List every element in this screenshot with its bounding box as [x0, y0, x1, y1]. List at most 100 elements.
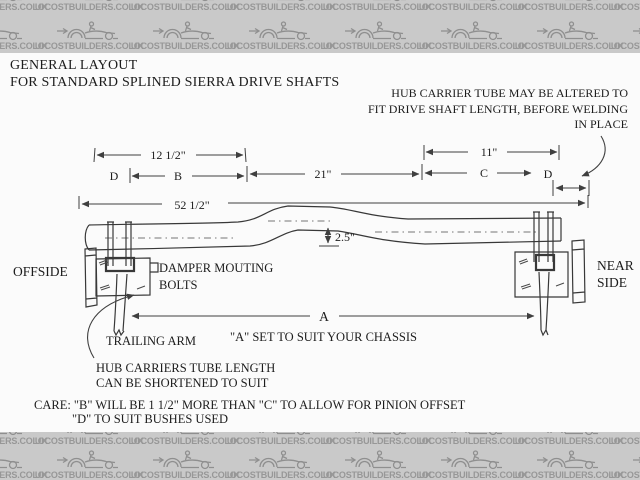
watermark-tile: LOCOSTBUILDERS.CO.UK: [417, 19, 528, 51]
watermark-tile: LOCOSTBUILDERS.CO.UK: [0, 19, 48, 51]
locost-car-logo-icon: [57, 21, 118, 41]
hub-carriers-length-note: HUB CARRIERS TUBE LENGTH CAN BE SHORTENE…: [96, 361, 275, 390]
watermark-brand-text: LOCOSTBUILDERS.CO.UK: [320, 2, 432, 12]
watermark-tile: LOCOSTBUILDERS.CO.UK: [225, 19, 336, 51]
watermark-brand-text: LOCOSTBUILDERS.CO.UK: [608, 2, 640, 12]
locost-car-logo-icon: [547, 432, 598, 436]
watermark-brand-text: LOCOSTBUILDERS.CO.UK: [0, 41, 48, 51]
locost-car-logo-icon: [0, 432, 22, 436]
nearside-damper-bolts: [533, 211, 554, 262]
locost-car-logo-icon: [451, 432, 502, 436]
watermark-tile: LOCOSTBUILDERS.CO.UK: [321, 448, 432, 480]
axle-tube: [84, 205, 562, 251]
watermark-brand-text: LOCOSTBUILDERS.CO.UK: [0, 2, 48, 12]
in-place-leader-arrow: [581, 135, 606, 177]
nearside-trailing-arm: [538, 271, 550, 337]
watermark-brand-text: LOCOSTBUILDERS.CO.UK: [224, 2, 336, 12]
locost-car-logo-icon: [0, 30, 22, 41]
watermark-tile: LOCOSTBUILDERS.CO.UK: [33, 19, 144, 51]
dim-52-5-label: 52 1/2": [174, 198, 209, 212]
watermark-brand-text: LOCOSTBUILDERS.CO.UK: [416, 436, 528, 446]
care-note: CARE: "B" WILL BE 1 1/2" MORE THAN "C" T…: [34, 398, 466, 426]
watermark-row: LOCOSTBUILDERS.CO.UKLOCOSTBUILDERS.CO.UK…: [0, 19, 640, 51]
locost-car-logo-icon: [537, 21, 598, 41]
dim-d-right-label: D: [544, 167, 553, 181]
watermark-row: LOCOSTBUILDERS.CO.UKLOCOSTBUILDERS.CO.UK…: [0, 0, 640, 12]
offside-hub-assembly: [84, 221, 159, 337]
a-set-note: "A" SET TO SUIT YOUR CHASSIS: [230, 330, 417, 344]
dim-b-label: B: [174, 169, 182, 183]
dim-d-left-label: D: [110, 169, 119, 183]
locost-car-logo-icon: [277, 0, 310, 2]
locost-car-logo-icon: [565, 0, 598, 2]
watermark-tile: LOCOSTBUILDERS.CO.UK: [33, 432, 144, 446]
watermark-brand-text: LOCOSTBUILDERS.CO.UK: [128, 41, 240, 51]
watermark-brand-text: LOCOSTBUILDERS.CO.UK: [608, 41, 640, 51]
locost-car-logo-icon: [537, 450, 598, 470]
locost-car-logo-icon: [67, 432, 118, 436]
watermark-brand-text: LOCOSTBUILDERS.CO.UK: [224, 41, 336, 51]
dimension-12-5: 12 1/2": [93, 147, 247, 163]
watermark-tile: LOCOSTBUILDERS.CO.UK: [513, 19, 624, 51]
dim-11-label: 11": [481, 145, 498, 159]
care-note-line-1: CARE: "B" WILL BE 1 1/2" MORE THAN "C" T…: [34, 398, 466, 412]
watermark-tile: LOCOSTBUILDERS.CO.UK: [0, 0, 48, 12]
watermark-brand-text: LOCOSTBUILDERS.CO.UK: [320, 436, 432, 446]
watermark-tile: LOCOSTBUILDERS.CO.UK: [609, 19, 640, 51]
watermark-brand-text: LOCOSTBUILDERS.CO.UK: [128, 470, 240, 480]
locost-car-logo-icon: [249, 21, 310, 41]
damper-label-2: BOLTS: [159, 278, 197, 292]
locost-car-logo-icon: [441, 21, 502, 41]
watermark-brand-text: LOCOSTBUILDERS.CO.UK: [416, 470, 528, 480]
page-title: GENERAL LAYOUT FOR STANDARD SPLINED SIER…: [10, 57, 339, 91]
watermark-brand-text: LOCOSTBUILDERS.CO.UK: [32, 41, 144, 51]
locost-car-logo-icon: [355, 432, 406, 436]
offside-hatching: [98, 259, 146, 291]
offside-trailing-arm: [113, 273, 128, 337]
note-line-3: IN PLACE: [574, 117, 628, 131]
nearside-flange: [571, 239, 586, 304]
locost-car-logo-icon: [153, 450, 214, 470]
locost-car-logo-icon: [0, 459, 22, 470]
dim-c-label: C: [480, 166, 488, 180]
watermark-brand-text: LOCOSTBUILDERS.CO.UK: [224, 470, 336, 480]
title-line-1: GENERAL LAYOUT: [10, 58, 138, 73]
watermark-row: LOCOSTBUILDERS.CO.UKLOCOSTBUILDERS.CO.UK…: [0, 448, 640, 480]
locost-car-logo-icon: [345, 450, 406, 470]
tube-centerline: [105, 220, 540, 239]
dim-12-5-label: 12 1/2": [150, 148, 185, 162]
watermark-tile: LOCOSTBUILDERS.CO.UK: [609, 448, 640, 480]
watermark-tile: LOCOSTBUILDERS.CO.UK: [129, 448, 240, 480]
locost-car-logo-icon: [0, 0, 22, 2]
watermark-tile: LOCOSTBUILDERS.CO.UK: [0, 432, 48, 446]
watermark-tile: LOCOSTBUILDERS.CO.UK: [129, 19, 240, 51]
hub-note-line-1: HUB CARRIERS TUBE LENGTH: [96, 361, 276, 375]
watermark-tile: LOCOSTBUILDERS.CO.UK: [129, 432, 240, 446]
dimension-row-DBC: D B 21" C D: [110, 164, 553, 183]
watermark-brand-text: LOCOSTBUILDERS.CO.UK: [512, 436, 624, 446]
watermark-tile: LOCOSTBUILDERS.CO.UK: [513, 448, 624, 480]
near-side-label-1: NEAR: [597, 258, 634, 273]
nearside-hatching: [518, 258, 565, 290]
offside-label: OFFSIDE: [13, 264, 68, 279]
watermark-tile: LOCOSTBUILDERS.CO.UK: [609, 432, 640, 446]
dim-21-label: 21": [315, 167, 332, 181]
locost-car-logo-icon: [57, 450, 118, 470]
near-side-label-2: SIDE: [597, 275, 627, 290]
watermark-brand-text: LOCOSTBUILDERS.CO.UK: [608, 436, 640, 446]
offside-damper-bolts: [107, 221, 132, 266]
watermark-tile: LOCOSTBUILDERS.CO.UK: [225, 0, 336, 12]
watermark-tile: LOCOSTBUILDERS.CO.UK: [417, 0, 528, 12]
care-note-line-2: "D" TO SUIT BUSHES USED: [72, 411, 229, 426]
nearside-bolt-bracket: [534, 253, 556, 272]
watermark-tile: LOCOSTBUILDERS.CO.UK: [225, 448, 336, 480]
watermark-brand-text: LOCOSTBUILDERS.CO.UK: [512, 2, 624, 12]
watermark-tile: LOCOSTBUILDERS.CO.UK: [321, 0, 432, 12]
watermark-brand-text: LOCOSTBUILDERS.CO.UK: [512, 41, 624, 51]
dim-a-label: A: [319, 309, 329, 324]
locost-car-logo-icon: [469, 0, 502, 2]
watermark-brand-text: LOCOSTBUILDERS.CO.UK: [608, 470, 640, 480]
watermark-tile: LOCOSTBUILDERS.CO.UK: [609, 0, 640, 12]
